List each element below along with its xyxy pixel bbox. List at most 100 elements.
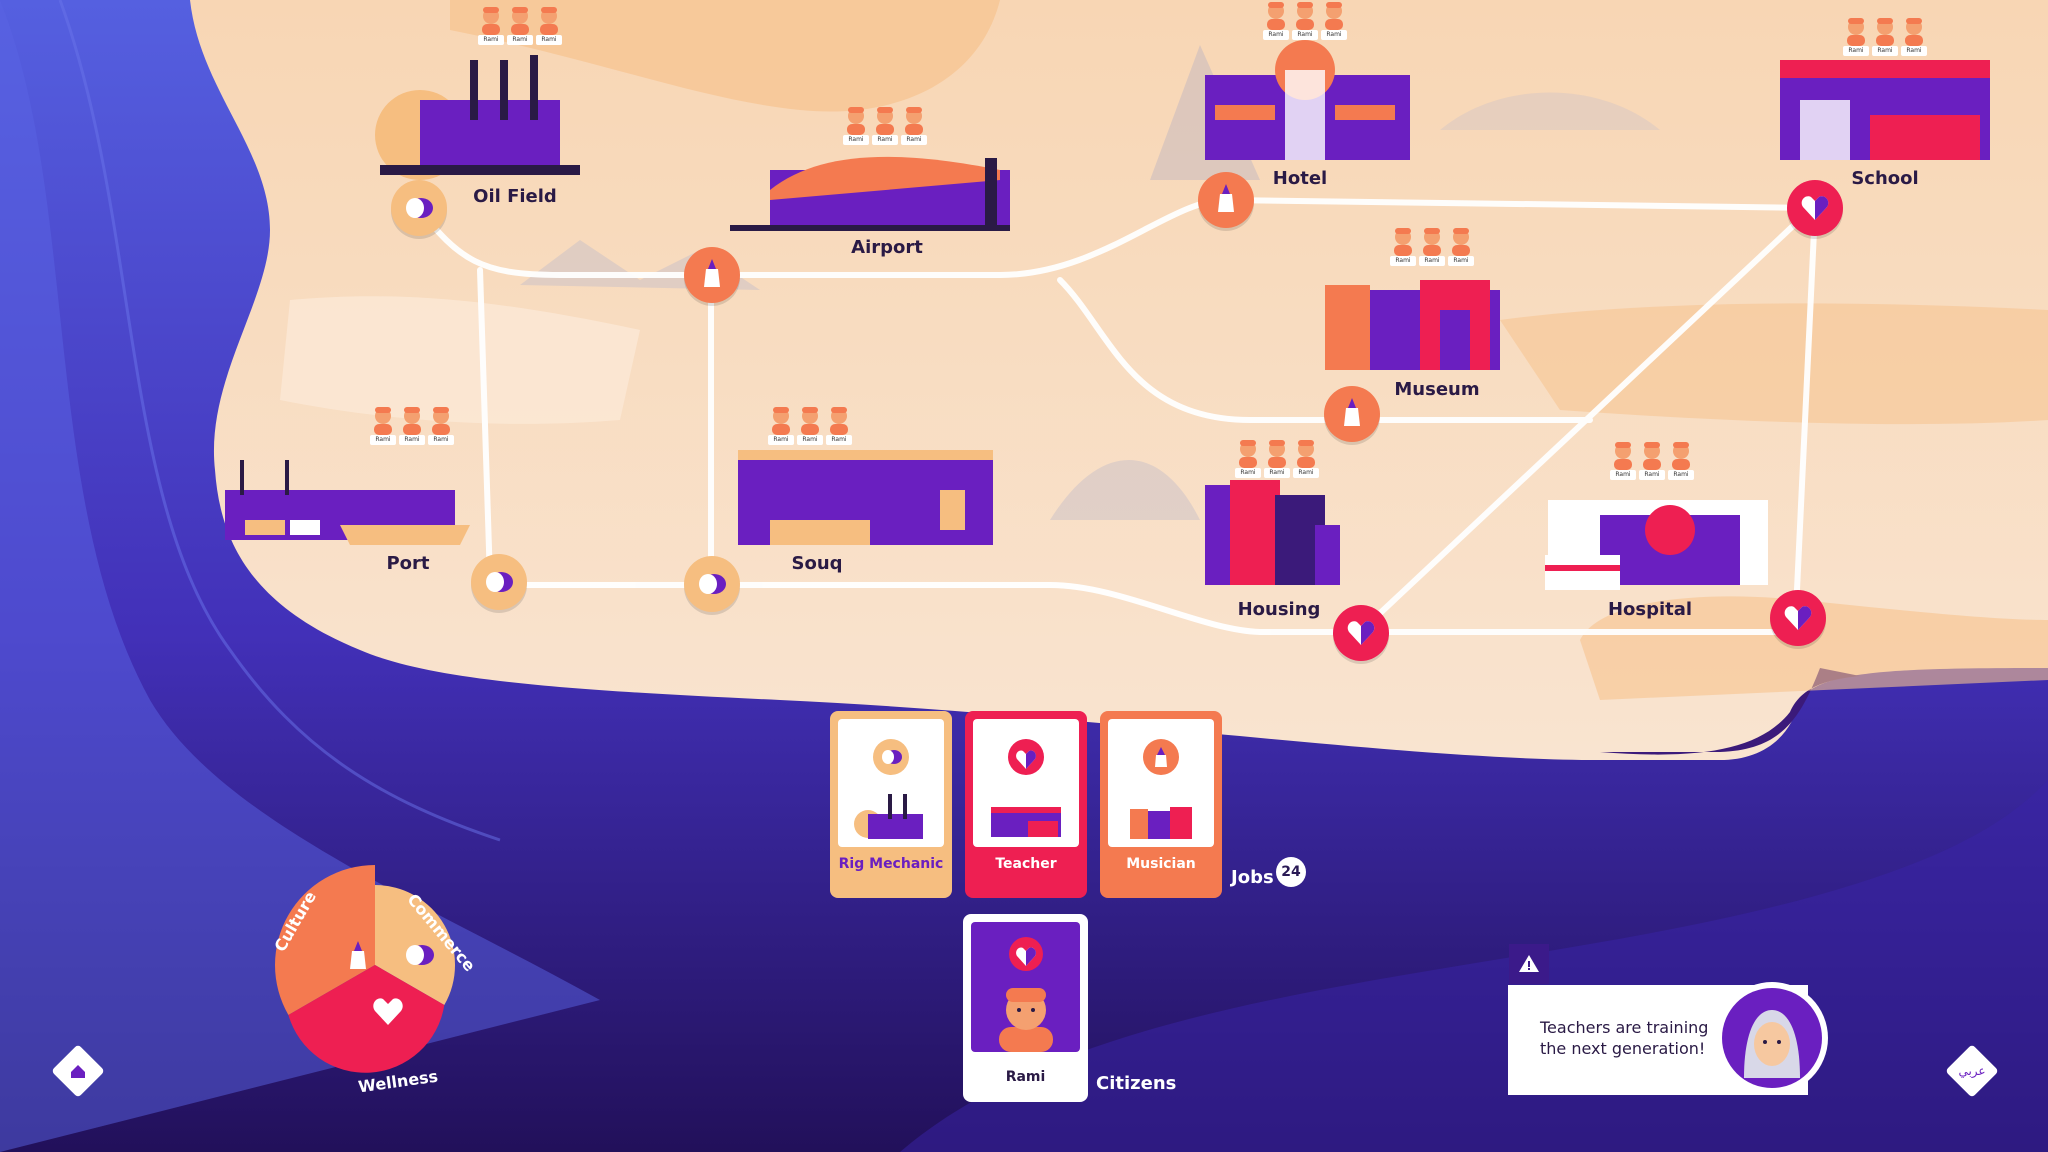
heart-icon xyxy=(1016,947,1036,966)
coins-icon xyxy=(486,572,513,592)
citizen-group-museum[interactable]: Rami Rami Rami xyxy=(1390,226,1474,266)
job-card-musician[interactable]: Musician xyxy=(1100,711,1222,898)
citizen-tag: Rami xyxy=(1263,30,1289,40)
citizen-icon: Rami xyxy=(826,405,852,445)
commerce-node-souq[interactable] xyxy=(684,556,740,612)
home-icon xyxy=(71,1065,85,1078)
location-label-souq: Souq xyxy=(791,553,843,574)
location-label-housing: Housing xyxy=(1237,599,1321,620)
dallah-icon xyxy=(1344,398,1360,426)
job-card-teacher[interactable]: Teacher xyxy=(965,711,1087,898)
citizen-icon: Rami xyxy=(1390,226,1416,266)
citizen-group-school[interactable]: Rami Rami Rami xyxy=(1843,16,1927,56)
job-card-image xyxy=(838,719,944,847)
job-card-rig-mechanic[interactable]: Rig Mechanic xyxy=(830,711,952,898)
heart-icon xyxy=(1347,621,1375,645)
citizen-tag: Rami xyxy=(768,435,794,445)
culture-node-airport[interactable] xyxy=(684,247,740,303)
warning-badge xyxy=(1509,944,1549,984)
citizen-tag: Rami xyxy=(428,435,454,445)
citizen-group-port[interactable]: Rami Rami Rami xyxy=(370,405,454,445)
citizen-group-housing[interactable]: Rami Rami Rami xyxy=(1235,438,1319,478)
heart-icon xyxy=(1784,606,1812,630)
culture-sector xyxy=(275,865,375,1015)
sector-wheel xyxy=(275,865,456,1073)
oil-field-building xyxy=(375,55,580,180)
dallah-icon xyxy=(1218,184,1234,212)
citizen-icon: Rami xyxy=(797,405,823,445)
citizen-tag: Rami xyxy=(843,135,869,145)
citizen-icon: Rami xyxy=(536,5,562,45)
job-card-label: Musician xyxy=(1126,856,1196,872)
citizen-icon: Rami xyxy=(1668,440,1694,480)
school-building xyxy=(1780,60,1990,160)
citizen-group-airport[interactable]: Rami Rami Rami xyxy=(843,105,927,145)
dallah-icon xyxy=(704,259,720,287)
roads xyxy=(415,196,1818,635)
airport-building xyxy=(730,156,1010,231)
notification-text: Teachers are training the next generatio… xyxy=(1540,1017,1708,1059)
citizen-icon: Rami xyxy=(1263,0,1289,40)
culture-node-hotel[interactable] xyxy=(1198,172,1254,228)
citizen-group-hotel[interactable]: Rami Rami Rami xyxy=(1263,0,1347,40)
citizen-icon: Rami xyxy=(1235,438,1261,478)
museum-building xyxy=(1325,280,1500,370)
wellness-node-hospital[interactable] xyxy=(1770,590,1826,646)
coins-icon xyxy=(699,574,726,594)
commerce-sector xyxy=(375,885,456,1005)
citizen-tag: Rami xyxy=(1668,470,1694,480)
citizen-icon: Rami xyxy=(428,405,454,445)
citizen-card-image xyxy=(971,922,1080,1052)
rami-portrait xyxy=(999,988,1053,1052)
port-building xyxy=(225,460,470,545)
advisor-avatar xyxy=(1716,982,1828,1094)
location-label-museum: Museum xyxy=(1394,379,1480,400)
citizen-tag: Rami xyxy=(399,435,425,445)
job-card-label: Rig Mechanic xyxy=(838,856,944,872)
heart-icon xyxy=(373,998,403,1025)
language-button[interactable]: عربي xyxy=(1945,1044,1999,1098)
citizen-tag: Rami xyxy=(1419,256,1445,266)
culture-node-museum[interactable] xyxy=(1324,386,1380,442)
citizen-icon: Rami xyxy=(1639,440,1665,480)
wellness-node-housing[interactable] xyxy=(1333,605,1389,661)
citizen-icon: Rami xyxy=(901,105,927,145)
citizen-group-oil-field[interactable]: Rami Rami Rami xyxy=(478,5,562,45)
citizen-icon: Rami xyxy=(507,5,533,45)
dallah-icon xyxy=(1155,747,1167,767)
location-label-hotel: Hotel xyxy=(1272,168,1328,189)
citizen-card-rami[interactable]: Rami xyxy=(963,914,1088,1102)
commerce-node-port[interactable] xyxy=(471,554,527,610)
citizens-label: Citizens xyxy=(1096,1073,1177,1094)
citizen-icon: Rami xyxy=(1419,226,1445,266)
citizen-tag: Rami xyxy=(1901,46,1927,56)
citizen-tag: Rami xyxy=(872,135,898,145)
location-label-school: School xyxy=(1851,168,1919,189)
language-label: عربي xyxy=(1958,1064,1986,1078)
commerce-node-oil-field[interactable] xyxy=(391,180,447,236)
wellness-node-school[interactable] xyxy=(1787,180,1843,236)
citizen-icon: Rami xyxy=(1292,0,1318,40)
jobs-label: Jobs xyxy=(1231,867,1274,888)
citizen-icon: Rami xyxy=(1264,438,1290,478)
citizen-tag: Rami xyxy=(1843,46,1869,56)
location-label-oil-field: Oil Field xyxy=(473,186,557,207)
wellness-sector xyxy=(288,965,445,1073)
citizen-card-label: Rami xyxy=(1005,1069,1046,1085)
citizen-tag: Rami xyxy=(1610,470,1636,480)
citizen-icon: Rami xyxy=(370,405,396,445)
citizen-tag: Rami xyxy=(370,435,396,445)
citizen-tag: Rami xyxy=(1872,46,1898,56)
warning-icon xyxy=(1519,955,1539,972)
citizen-icon: Rami xyxy=(1872,16,1898,56)
citizen-tag: Rami xyxy=(797,435,823,445)
citizen-icon: Rami xyxy=(768,405,794,445)
home-button[interactable] xyxy=(51,1044,105,1098)
coins-icon xyxy=(882,750,902,764)
jobs-count-badge: 24 xyxy=(1276,857,1306,887)
citizen-tag: Rami xyxy=(507,35,533,45)
citizen-group-souq[interactable]: Rami Rami Rami xyxy=(768,405,852,445)
citizen-tag: Rami xyxy=(1264,468,1290,478)
citizen-group-hospital[interactable]: Rami Rami Rami xyxy=(1610,440,1694,480)
